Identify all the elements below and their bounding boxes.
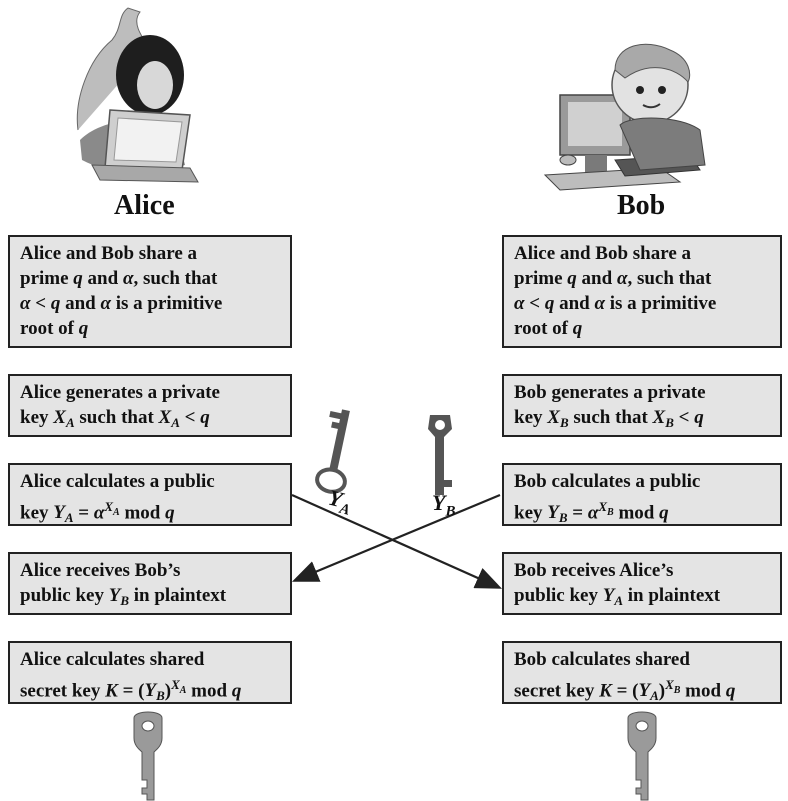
arrow-alice-to-bob [291,493,503,589]
alice-name-label: Alice [114,190,175,221]
woman-with-laptop-icon [76,7,199,183]
secret-key-icon [627,711,657,801]
secret-key-icon [133,711,163,801]
arrow-bob-to-alice [291,493,501,582]
public-key-icon [428,415,452,495]
public-key-icon [315,409,350,494]
bob-name-label: Bob [617,190,666,221]
boy-at-computer-icon [543,43,706,191]
bob-public-key-label: YB [432,490,456,520]
